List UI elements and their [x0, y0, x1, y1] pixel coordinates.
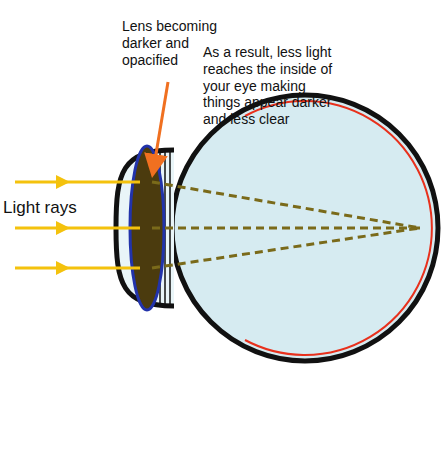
- dimmed-rays: [152, 182, 420, 268]
- ray-arrowhead: [56, 175, 70, 275]
- light-ray: [15, 182, 140, 268]
- leader-arrow: [153, 82, 168, 172]
- light-rays-label: Light rays: [3, 198, 113, 218]
- result-note: As a result, less light reaches the insi…: [203, 44, 343, 128]
